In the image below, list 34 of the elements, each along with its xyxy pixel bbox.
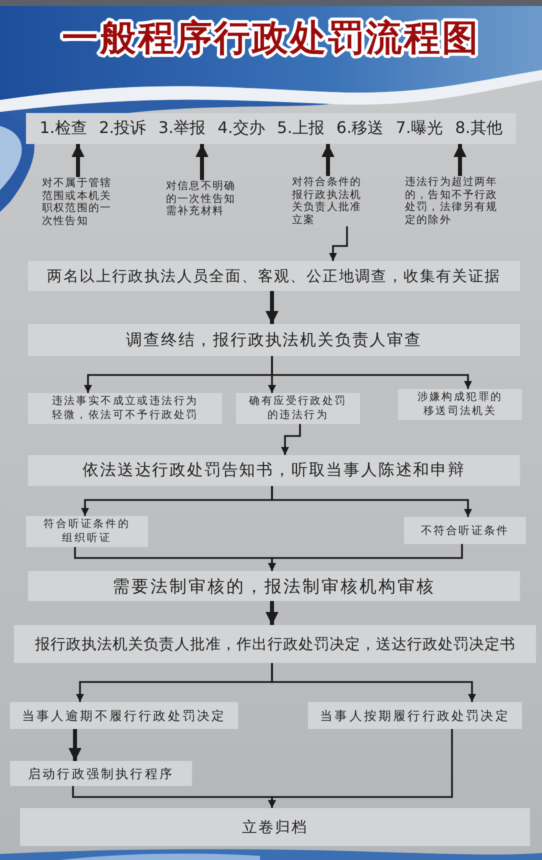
step-band: 1.检查 2.投诉 3.举报 4.交办 5.上报 6.移送 7.曝光 8.其他 <box>26 113 516 144</box>
flow-arrow <box>271 486 472 517</box>
flow-arrow <box>454 144 466 176</box>
flow-arrow <box>329 226 348 261</box>
outcome-box: 不符合听证条件 <box>404 517 526 544</box>
outcome-box: 启动行政强制执行程序 <box>10 761 192 786</box>
step-band: 报行政执法机关负责人批准，作出行政处罚决定，送达行政处罚决定书 <box>14 625 536 663</box>
outcome-box: 符合听证条件的组织听证 <box>26 516 148 547</box>
step-band: 依法送达行政处罚告知书，听取当事人陈述和申辩 <box>28 455 520 486</box>
step-band: 调查终结，报行政执法机关负责人审查 <box>28 324 520 356</box>
step-band: 需要法制审核的，报法制审核机构审核 <box>28 571 520 601</box>
flow-arrow <box>266 601 278 625</box>
poster-title: 一般程序行政处罚流程图 <box>62 17 480 61</box>
outcome-box: 当事人按期履行行政处罚决定 <box>308 702 522 729</box>
flow-arrow <box>196 144 208 180</box>
flow-arrow <box>322 144 334 176</box>
note-text: 对不属于管辖范围或本机关职权范围的一次性告知 <box>42 177 116 228</box>
flow-arrow <box>271 663 476 702</box>
note-text: 对信息不明确的一次性告知需补充材料 <box>166 180 240 218</box>
flow-arrow <box>281 424 301 455</box>
outcome-box: 违法事实不成立或违法行为轻微，依法可不予行政处罚 <box>28 393 222 424</box>
outcome-box: 涉嫌构成犯罪的移送司法机关 <box>398 389 522 420</box>
note-text: 对符合条件的报行政执法机关负责人批准立案 <box>292 176 366 226</box>
step-band: 两名以上行政执法人员全面、客观、公正地调查，收集有关证据 <box>28 261 520 291</box>
outcome-box: 当事人逾期不履行行政处罚决定 <box>10 702 238 729</box>
outcome-box: 确有应受行政处罚的违法行为 <box>236 393 360 424</box>
step-band: 立卷归档 <box>20 808 530 846</box>
flow-arrow <box>266 291 278 324</box>
note-text: 违法行为超过两年的，告知不予行政处罚，法律另有规定的除外 <box>405 176 501 226</box>
flow-arrow <box>268 729 453 808</box>
flow-arrow <box>268 544 463 571</box>
flow-arrow <box>72 144 84 177</box>
flow-arrow <box>68 729 82 761</box>
flow-arrow <box>271 356 472 389</box>
